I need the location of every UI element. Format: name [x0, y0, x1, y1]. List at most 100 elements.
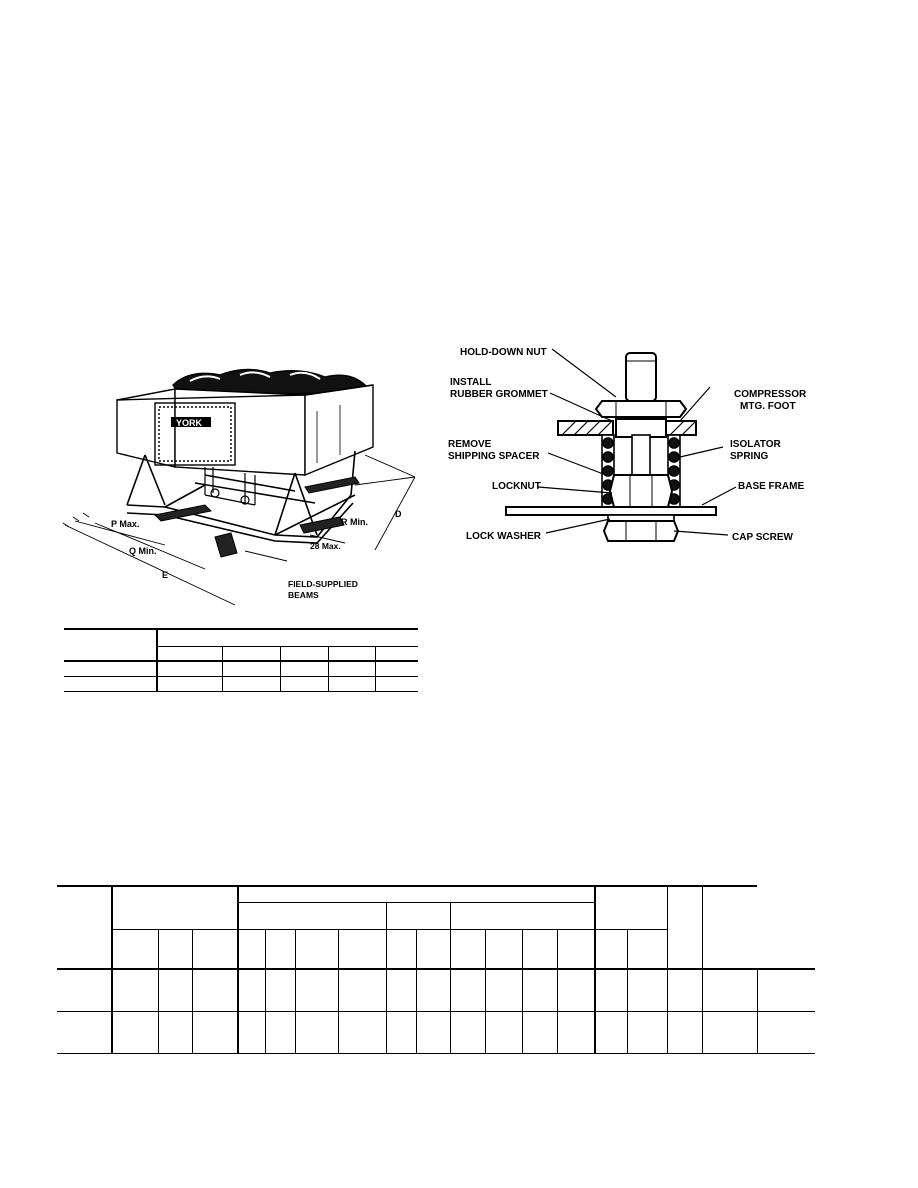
label-isolator-2: SPRING	[730, 451, 769, 462]
table-cell	[386, 968, 417, 1012]
label-compressor-2: MTG. FOOT	[740, 401, 796, 412]
table-cell	[386, 1011, 417, 1054]
table-cell	[222, 660, 281, 677]
york-logo: YORK	[176, 418, 203, 428]
table-cell	[595, 968, 628, 1012]
table-header-cell	[557, 928, 596, 969]
table-cell	[64, 660, 158, 677]
table-header-cell	[238, 902, 387, 929]
table-cell	[192, 1011, 239, 1054]
table-header-cell	[265, 928, 296, 969]
table-header-cell	[627, 928, 668, 969]
table-cell	[485, 1011, 523, 1054]
cap-screw	[602, 520, 680, 542]
table-header-cell	[238, 928, 266, 969]
table-header-cell	[450, 902, 596, 929]
table-cell	[222, 676, 281, 692]
table-cell	[295, 1011, 339, 1054]
table-header-cell	[522, 928, 558, 969]
table-cell	[522, 968, 558, 1012]
compressor-mtg-foot	[557, 420, 697, 436]
label-isolator-1: ISOLATOR	[730, 439, 782, 450]
piping	[204, 467, 256, 506]
table-row	[64, 676, 418, 692]
table-header-cell	[222, 645, 281, 662]
hold-down-nut	[594, 400, 688, 418]
label-install-2: RUBBER GROMMET	[450, 389, 548, 400]
label-compressor-1: COMPRESSOR	[734, 389, 807, 400]
table-row	[57, 1011, 815, 1054]
dim-d: D	[395, 509, 402, 519]
table-cell	[280, 660, 329, 677]
table-header-cell	[112, 928, 159, 969]
table-header-cell	[57, 885, 113, 969]
table-header-cell	[192, 928, 239, 969]
dimension-table	[64, 628, 418, 692]
table-cell	[667, 1011, 703, 1054]
field-supplied-beams	[153, 476, 360, 558]
dim-e: E	[162, 570, 168, 580]
table-header-cell	[280, 645, 329, 662]
dim-r-min: R Min.	[341, 517, 368, 527]
table-cell	[64, 676, 158, 692]
table-header-cell	[386, 902, 451, 929]
table-cell	[375, 676, 418, 692]
table-header-cell	[386, 928, 417, 969]
bolt-stud	[625, 352, 657, 402]
table-cell	[192, 968, 239, 1012]
fan-guards	[172, 368, 366, 396]
label-locknut: LOCKNUT	[492, 481, 541, 492]
table-header-cell	[702, 885, 757, 969]
table-header-cell	[416, 928, 451, 969]
table-cell	[450, 1011, 486, 1054]
label-lock-washer: LOCK WASHER	[466, 531, 542, 542]
table-cell	[238, 1011, 266, 1054]
table-cell	[416, 968, 451, 1012]
table-cell	[667, 968, 703, 1012]
label-cap-screw: CAP SCREW	[732, 532, 793, 543]
table-header-cell	[595, 928, 628, 969]
table-header-cell	[295, 928, 339, 969]
beams-label-2: BEAMS	[288, 590, 319, 600]
table-cell	[757, 968, 815, 1012]
table-row	[57, 968, 815, 1012]
table-cell	[157, 676, 223, 692]
table-cell	[157, 660, 223, 677]
table-header-cell	[328, 645, 376, 662]
table-cell	[485, 968, 523, 1012]
table-header-cell	[157, 645, 223, 662]
table-cell	[158, 968, 193, 1012]
table-header-cell	[112, 885, 239, 929]
table-cell	[450, 968, 486, 1012]
table-cell	[295, 968, 339, 1012]
table-cell	[338, 1011, 387, 1054]
table-cell	[702, 968, 758, 1012]
table-cell	[112, 1011, 159, 1054]
table-cell	[627, 968, 668, 1012]
label-base-frame: BASE FRAME	[738, 481, 804, 492]
table-cell	[595, 1011, 628, 1054]
locknut	[608, 474, 674, 508]
table-header-cell	[338, 928, 387, 969]
table-cell	[265, 1011, 296, 1054]
table-header-cell	[485, 928, 523, 969]
table-cell	[328, 660, 376, 677]
table-cell	[522, 1011, 558, 1054]
table-cell	[338, 968, 387, 1012]
rigging-figure: YORK P Max. Q	[62, 368, 416, 606]
table-cell	[627, 1011, 668, 1054]
table-cell	[238, 968, 266, 1012]
table-header-cell	[595, 885, 668, 929]
table-header-cell	[450, 928, 486, 969]
label-hold-down-nut: HOLD-DOWN NUT	[460, 347, 547, 358]
base-frame	[505, 506, 717, 516]
table-cell	[280, 676, 329, 692]
table-header-cell	[667, 885, 703, 969]
table-cell	[57, 1011, 113, 1054]
table-cell	[557, 1011, 596, 1054]
leader-lines	[537, 348, 737, 536]
label-remove-1: REMOVE	[448, 439, 492, 450]
table-cell	[702, 1011, 758, 1054]
logo-plate	[171, 417, 211, 427]
table-header-cell	[158, 928, 193, 969]
